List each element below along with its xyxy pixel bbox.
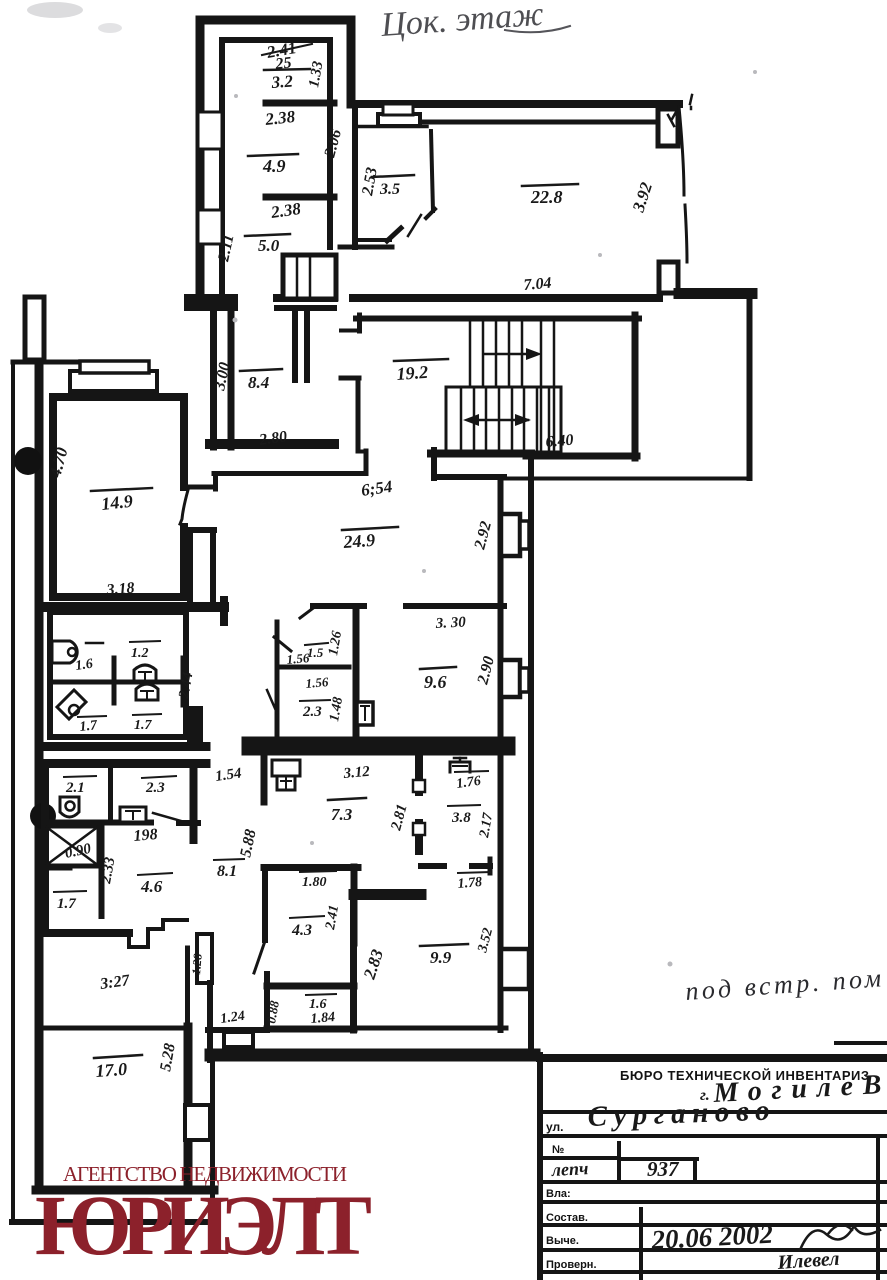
svg-text:1.26: 1.26 <box>326 630 345 657</box>
svg-text:1.33: 1.33 <box>306 60 326 89</box>
svg-text:3.2: 3.2 <box>270 72 294 93</box>
svg-text:Илевел: Илевел <box>776 1248 840 1274</box>
svg-text:3.00: 3.00 <box>211 361 234 393</box>
svg-text:2.80: 2.80 <box>257 428 288 449</box>
svg-text:25: 25 <box>274 54 293 73</box>
svg-text:3.92: 3.92 <box>628 180 656 216</box>
svg-text:Выче.: Выче. <box>546 1235 579 1247</box>
svg-text:лепч: лепч <box>550 1158 589 1180</box>
svg-text:г.: г. <box>700 1087 710 1104</box>
svg-text:1.7: 1.7 <box>79 718 99 735</box>
svg-text:2.33: 2.33 <box>98 856 119 886</box>
svg-text:1.24: 1.24 <box>219 1009 245 1027</box>
svg-text:1.56: 1.56 <box>286 650 310 667</box>
svg-text:1.7: 1.7 <box>57 896 76 912</box>
svg-text:2.3: 2.3 <box>302 704 322 720</box>
svg-text:1.7: 1.7 <box>134 718 153 733</box>
svg-text:2.38: 2.38 <box>269 199 303 222</box>
svg-text:6;54: 6;54 <box>360 477 394 500</box>
svg-text:БЮРО ТЕХНИЧЕСКОЙ ИНВЕНТАРИЗ: БЮРО ТЕХНИЧЕСКОЙ ИНВЕНТАРИЗ <box>620 1068 870 1083</box>
svg-text:24.9: 24.9 <box>342 530 376 552</box>
svg-text:1.56: 1.56 <box>305 674 329 691</box>
svg-text:3.5: 3.5 <box>379 181 400 198</box>
svg-text:9.6: 9.6 <box>424 672 447 692</box>
svg-text:2.83: 2.83 <box>359 947 387 983</box>
svg-text:под встр. пом: под встр. пом <box>684 963 882 1006</box>
svg-text:1.54: 1.54 <box>214 765 243 785</box>
svg-text:АГЕНТСТВО НЕДВИЖИМОСТИ: АГЕНТСТВО НЕДВИЖИМОСТИ <box>63 1162 347 1186</box>
svg-text:1.2: 1.2 <box>131 646 149 661</box>
svg-text:2.92: 2.92 <box>471 520 495 552</box>
svg-text:1.5: 1.5 <box>307 645 324 660</box>
svg-text:Цок. этаж: Цок. этаж <box>379 0 545 44</box>
svg-text:4.3: 4.3 <box>291 922 312 939</box>
svg-text:1.76: 1.76 <box>455 774 481 792</box>
svg-text:Проверн.: Проверн. <box>546 1259 597 1271</box>
svg-text:0.88: 0.88 <box>263 999 282 1025</box>
svg-text:937: 937 <box>647 1157 680 1181</box>
svg-text:2.53: 2.53 <box>359 166 381 198</box>
svg-text:5.88: 5.88 <box>237 828 259 859</box>
svg-text:1.6: 1.6 <box>309 997 327 1012</box>
svg-text:1.84: 1.84 <box>310 1010 336 1027</box>
svg-text:20.06 2002: 20.06 2002 <box>650 1219 774 1255</box>
svg-text:1.28: 1.28 <box>189 953 205 975</box>
svg-text:6.40: 6.40 <box>545 432 574 451</box>
svg-text:0.90: 0.90 <box>64 841 93 862</box>
svg-text:5.0: 5.0 <box>258 236 280 255</box>
svg-text:Состав.: Состав. <box>546 1212 588 1224</box>
svg-text:2.38: 2.38 <box>263 107 296 129</box>
svg-text:8.4: 8.4 <box>248 373 269 392</box>
svg-text:1.80: 1.80 <box>302 875 327 890</box>
svg-text:7.04: 7.04 <box>523 275 552 294</box>
svg-text:2.06: 2.06 <box>321 128 345 160</box>
svg-text:2.41: 2.41 <box>323 904 342 932</box>
svg-text:2.90: 2.90 <box>474 655 498 687</box>
svg-text:8.1: 8.1 <box>217 863 237 880</box>
svg-text:3. 30: 3. 30 <box>434 614 466 632</box>
svg-text:9.9: 9.9 <box>430 948 452 967</box>
svg-text:2.17: 2.17 <box>477 811 496 840</box>
svg-text:№: № <box>552 1144 564 1156</box>
svg-text:17.0: 17.0 <box>95 1059 128 1081</box>
svg-text:3.12: 3.12 <box>342 764 371 782</box>
svg-text:ул.: ул. <box>546 1120 563 1134</box>
svg-text:22.8: 22.8 <box>530 187 563 207</box>
svg-text:3.18: 3.18 <box>105 580 135 599</box>
svg-text:3.8: 3.8 <box>451 810 471 826</box>
svg-text:2.3: 2.3 <box>145 780 165 796</box>
svg-text:Вла:: Вла: <box>546 1188 571 1200</box>
svg-text:1.78: 1.78 <box>457 875 483 892</box>
svg-text:7.3: 7.3 <box>331 805 353 824</box>
svg-text:ЮРИЭЛТ: ЮРИЭЛТ <box>35 1177 372 1273</box>
svg-text:2.44: 2.44 <box>176 671 197 701</box>
svg-text:3:27: 3:27 <box>98 972 131 993</box>
svg-text:19.2: 19.2 <box>396 362 429 384</box>
svg-text:5.28: 5.28 <box>157 1042 179 1073</box>
svg-text:2.1: 2.1 <box>65 780 85 796</box>
svg-text:14.9: 14.9 <box>100 491 133 514</box>
svg-text:3.52: 3.52 <box>475 926 496 955</box>
svg-text:4.6: 4.6 <box>140 877 163 896</box>
svg-text:1.48: 1.48 <box>327 696 346 723</box>
svg-text:Сурганово: Сурганово <box>587 1095 770 1133</box>
svg-text:198: 198 <box>133 826 158 845</box>
svg-text:2.81: 2.81 <box>388 803 411 833</box>
svg-text:1.6: 1.6 <box>74 657 93 674</box>
svg-text:2.11: 2.11 <box>215 233 237 264</box>
svg-text:4.9: 4.9 <box>262 156 286 176</box>
